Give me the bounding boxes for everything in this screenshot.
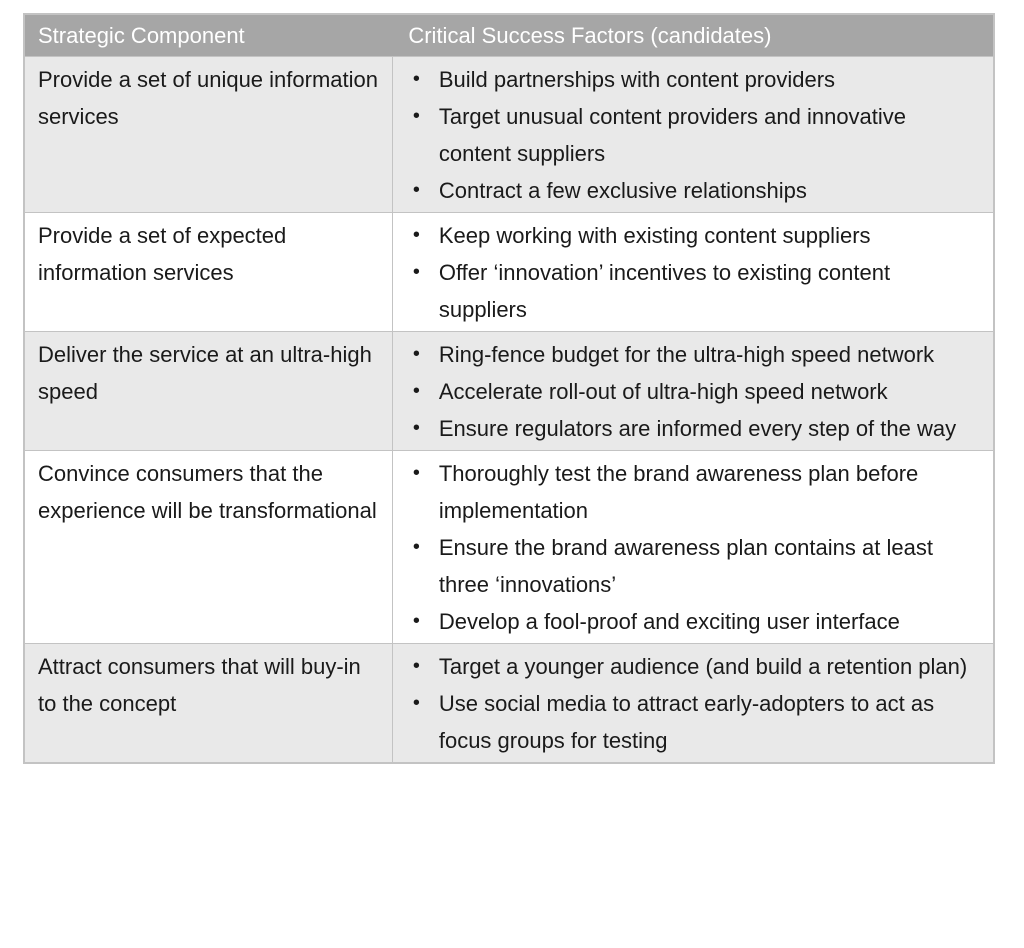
factor-text: Build partnerships with content provider… bbox=[438, 67, 836, 92]
column-header-critical-success-factors: Critical Success Factors (candidates) bbox=[392, 14, 994, 57]
factor-text: Develop a fool-proof and exciting user i… bbox=[438, 609, 900, 634]
bullet-icon: • bbox=[412, 224, 420, 246]
bullet-icon: • bbox=[412, 692, 420, 714]
bullet-icon: • bbox=[412, 536, 420, 558]
factors-cell: • Keep working with existing content supp… bbox=[391, 212, 994, 332]
list-item: • Develop a fool-proof and exciting user … bbox=[409, 603, 983, 640]
component-cell: Provide a set of expected information se… bbox=[24, 212, 393, 332]
factors-list: • Build partnerships with content provide… bbox=[409, 61, 983, 209]
component-cell: Convince consumers that the experience w… bbox=[24, 450, 393, 644]
table-row: Attract consumers that will buy-in to th… bbox=[24, 643, 994, 763]
list-item: • Ensure the brand awareness plan contain… bbox=[409, 529, 983, 603]
factor-text: Offer ‘innovation’ incentives to existin… bbox=[438, 260, 891, 322]
component-cell: Provide a set of unique information serv… bbox=[24, 56, 393, 213]
table-row: Deliver the service at an ultra-high spe… bbox=[24, 331, 994, 451]
table-row: Convince consumers that the experience w… bbox=[24, 450, 994, 644]
bullet-icon: • bbox=[412, 610, 420, 632]
factors-list: • Ring-fence budget for the ultra-high sp… bbox=[409, 336, 983, 447]
table-row: Provide a set of unique information serv… bbox=[24, 56, 994, 213]
factors-cell: • Build partnerships with content provide… bbox=[391, 56, 994, 213]
bullet-icon: • bbox=[412, 68, 420, 90]
list-item: • Target unusual content providers and in… bbox=[409, 98, 983, 172]
list-item: • Ensure regulators are informed every st… bbox=[409, 410, 983, 447]
factor-text: Ensure the brand awareness plan contains… bbox=[438, 535, 933, 597]
factors-cell: • Target a younger audience (and build a … bbox=[391, 643, 994, 763]
factor-text: Target unusual content providers and inn… bbox=[438, 104, 907, 166]
component-cell: Attract consumers that will buy-in to th… bbox=[24, 643, 393, 763]
factors-list: • Keep working with existing content supp… bbox=[409, 217, 983, 328]
list-item: • Ring-fence budget for the ultra-high sp… bbox=[409, 336, 983, 373]
bullet-icon: • bbox=[412, 380, 420, 402]
bullet-icon: • bbox=[412, 343, 420, 365]
list-item: • Accelerate roll-out of ultra-high speed… bbox=[409, 373, 983, 410]
table-row: Provide a set of expected information se… bbox=[24, 212, 994, 332]
table-header-row: Strategic Component Critical Success Fac… bbox=[24, 14, 994, 57]
factor-text: Ensure regulators are informed every ste… bbox=[438, 416, 957, 441]
bullet-icon: • bbox=[412, 462, 420, 484]
factor-text: Use social media to attract early-adopte… bbox=[438, 691, 935, 753]
strategic-components-table: Strategic Component Critical Success Fac… bbox=[23, 13, 995, 764]
factor-text: Keep working with existing content suppl… bbox=[438, 223, 871, 248]
column-header-strategic-component: Strategic Component bbox=[24, 14, 393, 57]
factors-list: • Thoroughly test the brand awareness pla… bbox=[409, 455, 983, 640]
list-item: • Build partnerships with content provide… bbox=[409, 61, 983, 98]
factors-cell: • Ring-fence budget for the ultra-high sp… bbox=[391, 331, 994, 451]
factor-text: Thoroughly test the brand awareness plan… bbox=[438, 461, 919, 523]
bullet-icon: • bbox=[412, 261, 420, 283]
bullet-icon: • bbox=[412, 105, 420, 127]
factor-text: Target a younger audience (and build a r… bbox=[438, 654, 968, 679]
factors-list: • Target a younger audience (and build a … bbox=[409, 648, 983, 759]
bullet-icon: • bbox=[412, 655, 420, 677]
factor-text: Ring-fence budget for the ultra-high spe… bbox=[438, 342, 935, 367]
list-item: • Contract a few exclusive relationships bbox=[409, 172, 983, 209]
list-item: • Thoroughly test the brand awareness pla… bbox=[409, 455, 983, 529]
bullet-icon: • bbox=[412, 179, 420, 201]
factors-cell: • Thoroughly test the brand awareness pla… bbox=[391, 450, 994, 644]
csf-table-container: Strategic Component Critical Success Fac… bbox=[23, 13, 995, 764]
factor-text: Accelerate roll-out of ultra-high speed … bbox=[438, 379, 888, 404]
list-item: • Keep working with existing content supp… bbox=[409, 217, 983, 254]
factor-text: Contract a few exclusive relationships bbox=[438, 178, 807, 203]
bullet-icon: • bbox=[412, 417, 420, 439]
list-item: • Offer ‘innovation’ incentives to existi… bbox=[409, 254, 983, 328]
component-cell: Deliver the service at an ultra-high spe… bbox=[24, 331, 393, 451]
list-item: • Use social media to attract early-adopt… bbox=[409, 685, 983, 759]
list-item: • Target a younger audience (and build a … bbox=[409, 648, 983, 685]
